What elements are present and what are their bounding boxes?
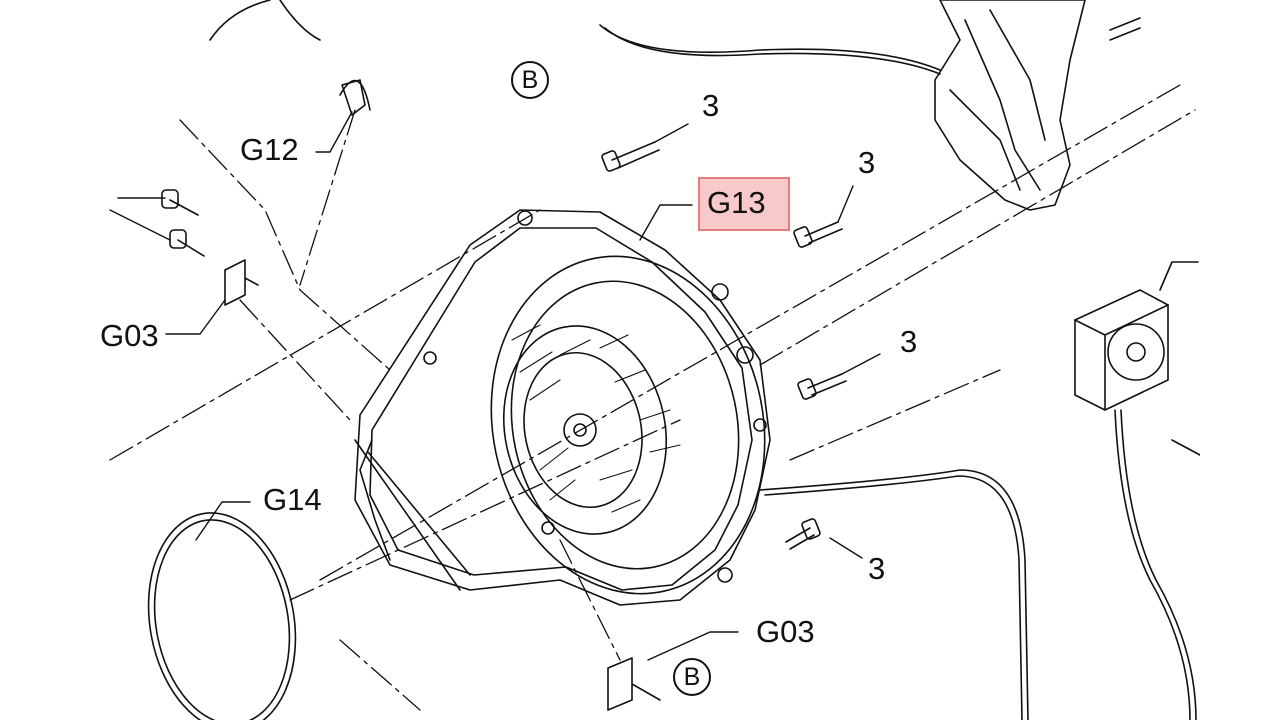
screws [161, 17, 1201, 550]
screw-qty-label: 3 [858, 145, 876, 180]
callout-g13[interactable]: G13 [707, 185, 766, 220]
assembly-lines [109, 84, 1196, 711]
sensor-brackets [224, 79, 661, 711]
wire-harnesses [209, 0, 1197, 720]
callout-g12[interactable]: G12 [240, 132, 299, 167]
blower-assembly [354, 209, 771, 606]
callout-g14[interactable]: G14 [263, 482, 322, 517]
right-margin [1200, 0, 1280, 720]
callout-g03-left[interactable]: G03 [100, 318, 159, 353]
gasket-ring [147, 512, 297, 720]
side-bracket [934, 0, 1086, 211]
leader-lines [109, 111, 881, 661]
g13-highlight-box [698, 177, 790, 231]
screw-qty-label: 3 [868, 551, 886, 586]
screw-qty-label: 3 [900, 324, 918, 359]
circle-b-top-icon: B [511, 61, 549, 99]
screw-qty-label: 3 [702, 88, 720, 123]
circle-b-bottom-icon: B [673, 658, 711, 696]
cooling-fan [1074, 261, 1199, 411]
callout-g03-bottom[interactable]: G03 [756, 614, 815, 649]
